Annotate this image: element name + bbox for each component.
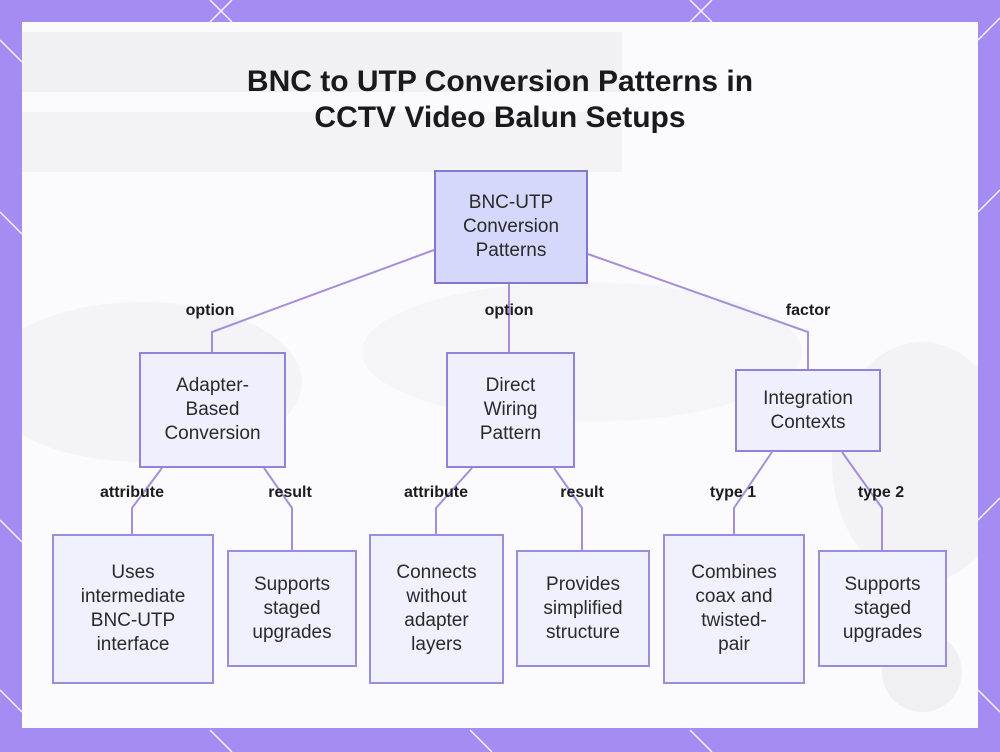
diagram-edges [131,249,883,550]
edge-label-integration-combines: type 1 [709,484,757,501]
node-supports-staged-upgrades-1: Supports staged upgrades [227,550,357,667]
edge-root-integration [587,253,809,369]
node-direct-wiring-pattern: Direct Wiring Pattern [446,352,575,468]
edge-label-adapter-supports1: result [268,484,312,501]
edge-integration-combines [733,451,773,534]
edge-label-direct-connects: attribute [404,484,468,501]
edge-label-adapter-uses: attribute [100,484,164,501]
node-supports-staged-upgrades-2: Supports staged upgrades [818,550,947,667]
edge-direct-provides [553,467,583,550]
node-connects-without-adapter: Connects without adapter layers [369,534,504,684]
edge-label-integration-supports2: type 2 [857,484,905,501]
node-uses-intermediate: Uses intermediate BNC-UTP interface [52,534,214,684]
node-adapter-based-conversion: Adapter- Based Conversion [139,352,286,468]
node-provides-simplified: Provides simplified structure [516,550,650,667]
edge-label-root-direct: option [484,302,534,319]
edge-integration-supports2 [841,451,883,550]
edge-label-root-adapter: option [185,302,235,319]
edge-adapter-uses [131,467,163,534]
edge-root-adapter [211,249,435,352]
node-root: BNC-UTP Conversion Patterns [434,170,588,284]
edge-adapter-supports1 [263,467,293,550]
edge-direct-connects [435,467,473,534]
node-integration-contexts: Integration Contexts [735,369,881,452]
node-combines-coax: Combines coax and twisted- pair [663,534,805,684]
edge-label-direct-provides: result [560,484,604,501]
edge-label-root-integration: factor [785,302,831,319]
diagram-title: BNC to UTP Conversion Patterns in CCTV V… [246,65,754,134]
diagram-panel: BNC to UTP Conversion Patterns in CCTV V… [22,22,978,728]
